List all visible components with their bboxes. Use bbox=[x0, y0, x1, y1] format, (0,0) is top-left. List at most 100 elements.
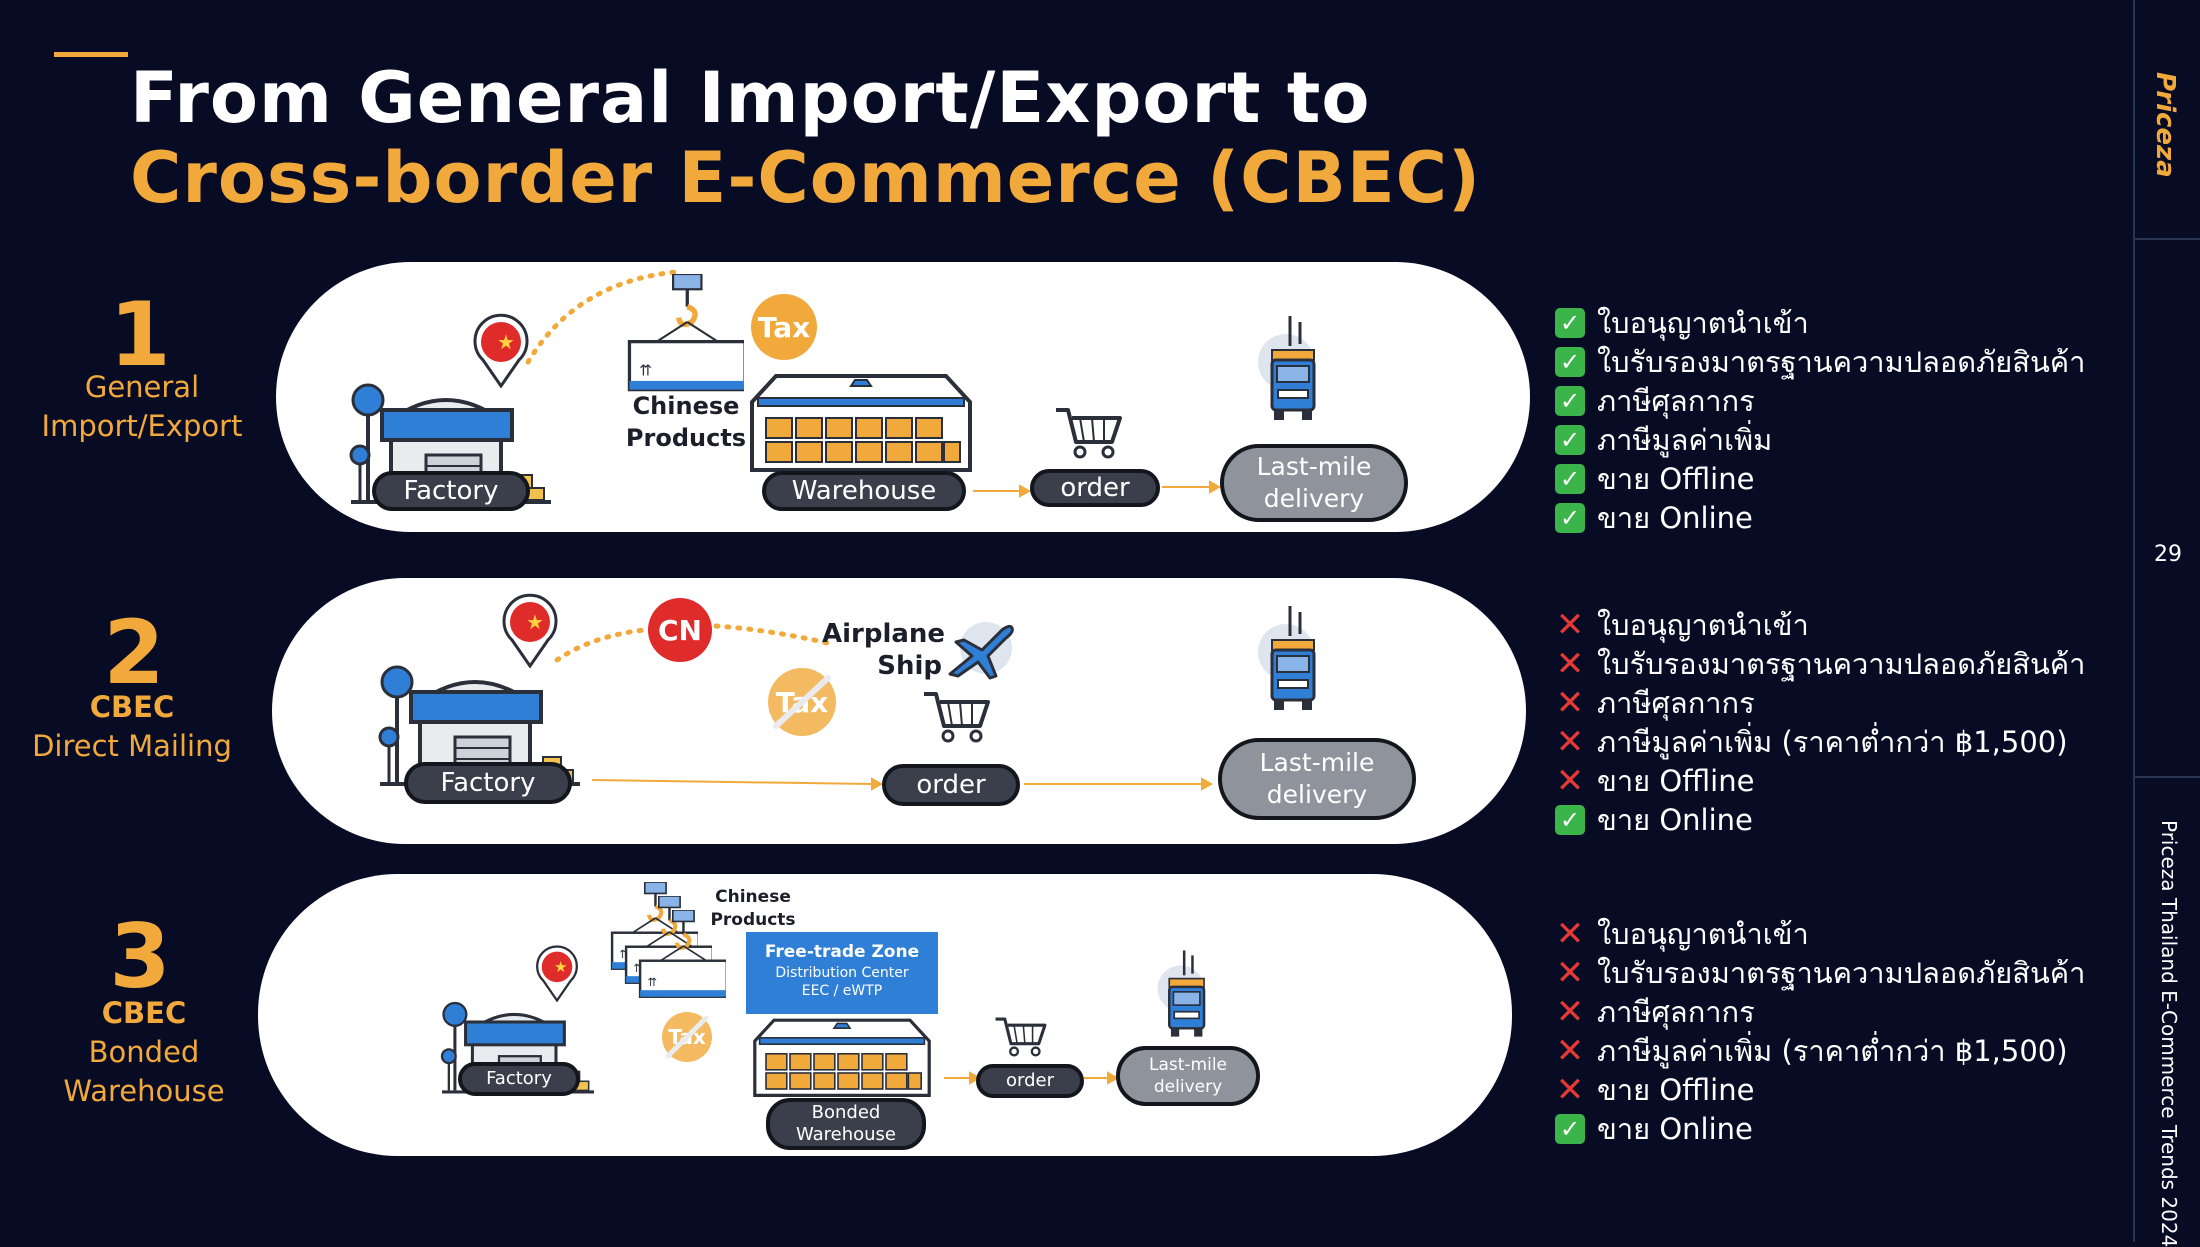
warehouse-icon bbox=[750, 1016, 934, 1098]
checklist-item: ✓ ภาษีมูลค่าเพิ่ม bbox=[1555, 420, 2115, 459]
side-divider bbox=[2133, 776, 2200, 778]
cross-icon: ✕ bbox=[1555, 760, 1585, 801]
checklist-item-text: ใบรับรองมาตรฐานความปลอดภัยสินค้า bbox=[1597, 344, 2086, 379]
checklist-item-text: ภาษีศุลกากร bbox=[1597, 994, 1755, 1029]
row-3-number: 3 bbox=[109, 905, 171, 1008]
row-1-number: 1 bbox=[109, 283, 171, 386]
checklist-item: ✕ ขาย Offline bbox=[1555, 761, 2115, 800]
checklist-item-text: ใบอนุญาตนำเข้า bbox=[1597, 607, 1809, 642]
checklist-item: ✕ ภาษีมูลค่าเพิ่ม (ราคาต่ำกว่า ฿1,500) bbox=[1555, 722, 2115, 761]
title-line-2: Cross-border E-Commerce (CBEC) bbox=[130, 137, 1482, 219]
row-1-connectors bbox=[525, 269, 1222, 498]
check-icon: ✓ bbox=[1555, 424, 1585, 455]
cross-icon: ✕ bbox=[1555, 682, 1585, 723]
checklist-item: ✓ ใบรับรองมาตรฐานความปลอดภัยสินค้า bbox=[1555, 342, 2115, 381]
row-1-label-line-1: General bbox=[84, 370, 200, 404]
check-icon: ✓ bbox=[1555, 385, 1585, 416]
cross-icon: ✕ bbox=[1555, 1030, 1585, 1071]
row-3-checklist: ✕ใบอนุญาตนำเข้า✕ใบรับรองมาตรฐานความปลอดภ… bbox=[1555, 914, 2115, 1148]
row-3-label: CBEC Bonded Warehouse bbox=[14, 994, 274, 1111]
checklist-item: ✓ใบอนุญาตนำเข้า bbox=[1555, 303, 2115, 342]
checklist-item: ✕ ภาษีมูลค่าเพิ่ม (ราคาต่ำกว่า ฿1,500) bbox=[1555, 1031, 2115, 1070]
bonded-warehouse-chip: Bonded Warehouse bbox=[766, 1098, 926, 1150]
checklist-item-text: ใบอนุญาตนำเข้า bbox=[1597, 916, 1809, 951]
transport-label: Airplane Ship bbox=[822, 618, 946, 682]
china-pin-icon bbox=[500, 592, 560, 668]
checklist-item-text: ใบอนุญาตนำเข้า bbox=[1597, 305, 1809, 340]
china-pin-icon bbox=[534, 944, 580, 1002]
checklist-item: ✓ ภาษีศุลกากร bbox=[1555, 381, 2115, 420]
tax-strike-icon bbox=[665, 1015, 709, 1059]
checklist-item: ✕ ใบรับรองมาตรฐานความปลอดภัยสินค้า bbox=[1555, 644, 2115, 683]
checklist-item: ✕ใบรับรองมาตรฐานความปลอดภัยสินค้า bbox=[1555, 953, 2115, 992]
checklist-item-text: ขาย Online bbox=[1597, 802, 1753, 837]
checklist-item: ✓ขาย Online bbox=[1555, 498, 2115, 537]
checklist-item-text: ขาย Offline bbox=[1597, 1072, 1755, 1107]
tax-strike-icon bbox=[773, 675, 831, 729]
checklist-item: ✕ ใบอนุญาตนำเข้า bbox=[1555, 914, 2115, 953]
warehouse-icon bbox=[744, 372, 978, 472]
row-3-label-line-2: Bonded bbox=[88, 1035, 200, 1069]
row-2-label-line-1: CBEC bbox=[89, 690, 175, 724]
row-2-label-line-2: Direct Mailing bbox=[32, 729, 232, 763]
crane-container-icon bbox=[624, 274, 744, 394]
delivery-truck-icon bbox=[1256, 606, 1326, 716]
checklist-item: ✓ขาย Offline bbox=[1555, 459, 2115, 498]
title-line-1: From General Import/Export to bbox=[130, 57, 1371, 139]
last-mile-delivery-chip: Last-mile delivery bbox=[1218, 738, 1416, 820]
row-2-checklist: ✕ ใบอนุญาตนำเข้า ✕ ใบรับรองมาตรฐานความปลอดภ… bbox=[1555, 605, 2115, 839]
checklist-item-text: ใบรับรองมาตรฐานความปลอดภัยสินค้า bbox=[1597, 646, 2086, 681]
row-3-connectors bbox=[944, 1071, 1120, 1085]
checklist-item-text: ภาษีมูลค่าเพิ่ม (ราคาต่ำกว่า ฿1,500) bbox=[1597, 1033, 2068, 1068]
check-icon: ✓ bbox=[1555, 804, 1585, 835]
side-panel bbox=[2133, 0, 2200, 1242]
ship-label: Ship bbox=[877, 651, 942, 681]
checklist-item-text: ภาษีมูลค่าเพิ่ม (ราคาต่ำกว่า ฿1,500) bbox=[1597, 724, 2068, 759]
airplane-icon bbox=[942, 616, 1022, 686]
row-2-number: 2 bbox=[103, 601, 165, 704]
row-2-connectors bbox=[554, 623, 1214, 791]
checklist-item-text: ใบรับรองมาตรฐานความปลอดภัยสินค้า bbox=[1597, 955, 2086, 990]
order-chip: order bbox=[976, 1064, 1084, 1098]
checklist-item-text: ขาย Offline bbox=[1597, 763, 1755, 798]
chinese-products-label: Chinese Products bbox=[625, 392, 747, 452]
page-number: 29 bbox=[2154, 542, 2182, 567]
row-1-flow-panel: Tax Chinese Products Factory Warehouse o… bbox=[276, 262, 1530, 532]
checklist-item-text: ภาษีมูลค่าเพิ่ม bbox=[1597, 422, 1773, 457]
tax-badge: Tax bbox=[751, 294, 817, 360]
factory-chip: Factory bbox=[372, 471, 530, 511]
row-1-label-line-2: Import/Export bbox=[41, 409, 243, 443]
row-1-label: General Import/Export bbox=[12, 368, 272, 446]
factory-chip: Factory bbox=[404, 762, 572, 804]
cross-icon: ✕ bbox=[1555, 604, 1585, 645]
checklist-item: ✕ ใบอนุญาตนำเข้า bbox=[1555, 605, 2115, 644]
row-2-label: CBEC Direct Mailing bbox=[2, 688, 262, 766]
check-icon: ✓ bbox=[1555, 1113, 1585, 1144]
checklist-item-text: ขาย Online bbox=[1597, 1111, 1753, 1146]
cross-icon: ✕ bbox=[1555, 913, 1585, 954]
checklist-item-text: ภาษีศุลกากร bbox=[1597, 383, 1755, 418]
order-chip: order bbox=[882, 764, 1020, 806]
checklist-item: ✕ขาย Offline bbox=[1555, 1070, 2115, 1109]
ftz-subtitle-2: EEC / eWTP bbox=[801, 983, 883, 999]
page-title: From General Import/Export to Cross-bord… bbox=[130, 58, 1481, 218]
china-pin-icon bbox=[471, 312, 531, 388]
checklist-item-text: ภาษีศุลกากร bbox=[1597, 685, 1755, 720]
chinese-products-label: Chinese Products bbox=[710, 887, 796, 930]
side-divider bbox=[2133, 238, 2200, 240]
cross-icon: ✕ bbox=[1555, 991, 1585, 1032]
warehouse-chip: Warehouse bbox=[762, 471, 966, 511]
delivery-truck-icon bbox=[1156, 950, 1214, 1042]
cross-icon: ✕ bbox=[1555, 643, 1585, 684]
checklist-item: ✕ ภาษีศุลกากร bbox=[1555, 992, 2115, 1031]
free-trade-zone-box: Free-trade Zone Distribution Center EEC … bbox=[746, 932, 938, 1014]
airplane-label: Airplane bbox=[822, 619, 946, 649]
order-chip: order bbox=[1030, 469, 1160, 507]
cross-icon: ✕ bbox=[1555, 721, 1585, 762]
row-3-label-line-1: CBEC bbox=[101, 996, 187, 1030]
shopping-cart-icon bbox=[1054, 404, 1124, 460]
check-icon: ✓ bbox=[1555, 502, 1585, 533]
check-icon: ✓ bbox=[1555, 346, 1585, 377]
row-3-label-line-3: Warehouse bbox=[63, 1074, 225, 1108]
cn-origin-badge: CN bbox=[648, 598, 712, 662]
